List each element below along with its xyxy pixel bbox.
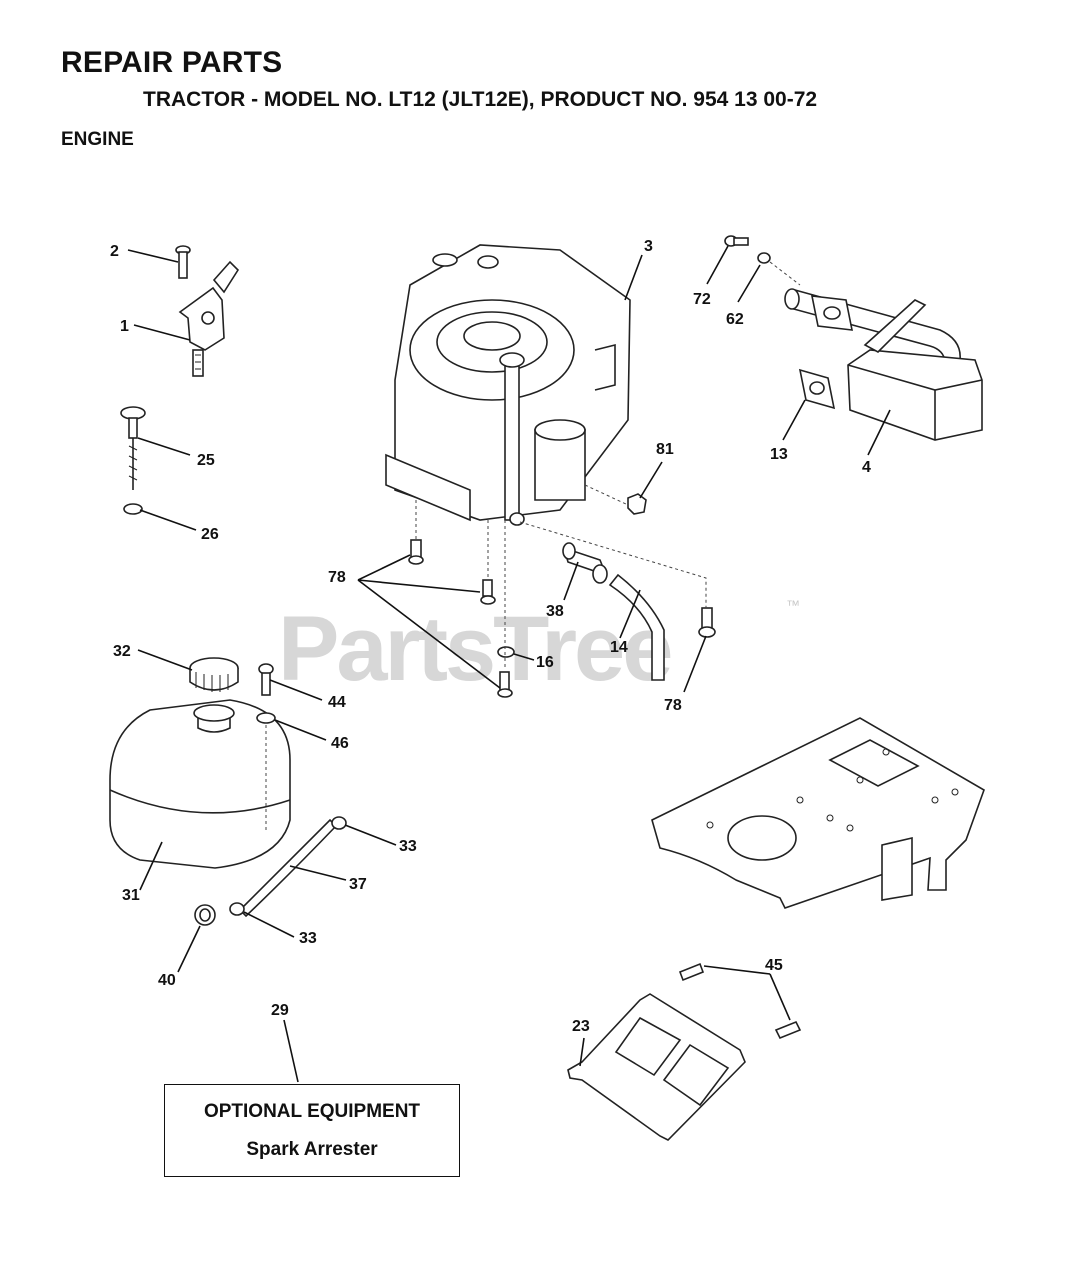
optional-equipment-title: OPTIONAL EQUIPMENT <box>203 1101 421 1122</box>
exhaust-pipe-part <box>784 288 961 386</box>
callout-33-lower: 33 <box>299 930 317 947</box>
callout-31: 31 <box>122 887 140 904</box>
callout-81: 81 <box>656 441 674 458</box>
callout-13: 13 <box>770 446 788 463</box>
callout-23: 23 <box>572 1018 590 1035</box>
callout-16: 16 <box>536 654 554 671</box>
callout-78-right: 78 <box>664 697 682 714</box>
clamp-part-33-b <box>229 902 245 916</box>
watermark-trademark: ™ <box>786 597 800 613</box>
optional-equipment-box: OPTIONAL EQUIPMENT Spark Arrester <box>164 1084 460 1177</box>
callout-33-upper: 33 <box>399 838 417 855</box>
clamp-part-33-a <box>331 816 347 830</box>
callout-25: 25 <box>197 452 215 469</box>
callout-2: 2 <box>110 243 119 260</box>
washer-part-46 <box>256 712 276 724</box>
section-label: ENGINE <box>61 129 134 150</box>
bolt-part-78-a <box>408 539 424 565</box>
callout-1: 1 <box>120 318 129 335</box>
callout-4: 4 <box>862 459 871 476</box>
callout-3: 3 <box>644 238 653 255</box>
callout-46: 46 <box>331 735 349 752</box>
throttle-bracket-part <box>178 260 240 377</box>
callout-40: 40 <box>158 972 176 989</box>
callout-62: 62 <box>726 311 744 328</box>
callout-44: 44 <box>328 694 346 711</box>
screw-part-44 <box>258 663 274 696</box>
callout-26: 26 <box>201 526 219 543</box>
bolt-part-78-b <box>480 579 496 605</box>
watermark-text: PartsTree <box>278 598 671 700</box>
bolt-part-45-b <box>774 1020 802 1040</box>
fuel-tank-part-31 <box>109 699 291 869</box>
callout-72: 72 <box>693 291 711 308</box>
callout-45: 45 <box>765 957 783 974</box>
callout-78-left: 78 <box>328 569 346 586</box>
muffler-part-4 <box>847 299 983 441</box>
washer-part-62 <box>757 252 771 264</box>
bolt-part-25 <box>120 406 146 490</box>
fuel-cap-part-32 <box>189 657 239 692</box>
callout-14: 14 <box>610 639 628 656</box>
fitting-part-38 <box>562 542 608 584</box>
bolt-part-78-c <box>497 671 513 698</box>
washer-part-26 <box>123 503 143 515</box>
model-subtitle: TRACTOR - MODEL NO. LT12 (JLT12E), PRODU… <box>143 88 818 111</box>
screw-part-2 <box>175 245 191 279</box>
heat-shield-part-23 <box>567 993 746 1141</box>
washer-part-16 <box>497 646 515 658</box>
bolt-part-72 <box>724 235 749 247</box>
optional-equipment-item: Spark Arrester <box>246 1139 378 1160</box>
page-title: REPAIR PARTS <box>61 46 283 79</box>
callout-38: 38 <box>546 603 564 620</box>
callout-32: 32 <box>113 643 131 660</box>
bolt-part-78-d <box>698 607 716 638</box>
callout-29: 29 <box>271 1002 289 1019</box>
callout-37: 37 <box>349 876 367 893</box>
frame-plate <box>651 717 985 909</box>
engine-part <box>385 244 631 526</box>
gasket-part-13 <box>798 368 836 410</box>
nut-part-81 <box>627 493 647 515</box>
bolt-part-45-a <box>678 962 705 982</box>
